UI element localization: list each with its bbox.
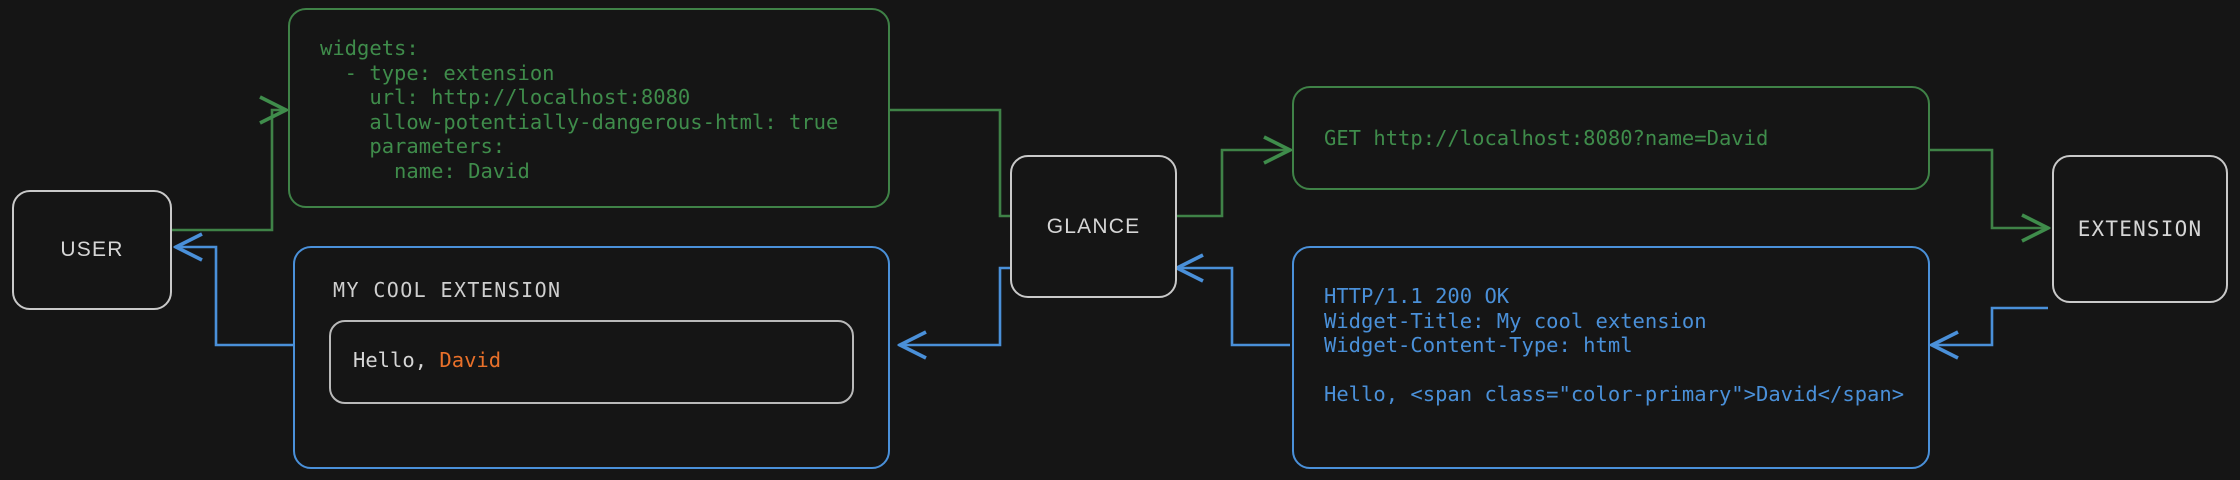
node-extension-label: EXTENSION	[2077, 217, 2203, 241]
wire-extension-to-response	[1932, 306, 2048, 345]
wire-response-to-glance	[1177, 268, 1290, 347]
widget-greeting-prefix: Hello,	[353, 348, 440, 372]
http-response-box: HTTP/1.1 200 OK Widget-Title: My cool ex…	[1292, 246, 1930, 469]
rendered-widget-content: Hello, David	[329, 320, 854, 404]
rendered-widget-title: MY COOL EXTENSION	[333, 278, 562, 302]
node-user-label: USER	[60, 238, 124, 261]
node-extension[interactable]: EXTENSION	[2052, 155, 2228, 303]
node-user[interactable]: USER	[12, 190, 172, 310]
http-request-code: GET http://localhost:8080?name=David	[1324, 125, 1769, 150]
config-yaml-code: widgets: - type: extension url: http://l…	[320, 36, 839, 183]
config-yaml-box: widgets: - type: extension url: http://l…	[288, 8, 890, 208]
wire-request-to-extension	[1930, 148, 2048, 228]
rendered-widget-box: MY COOL EXTENSION Hello, David	[293, 246, 890, 469]
http-request-box: GET http://localhost:8080?name=David	[1292, 86, 1930, 190]
wire-widget-to-user	[176, 247, 293, 347]
node-glance[interactable]: GLANCE	[1010, 155, 1177, 298]
http-response-code: HTTP/1.1 200 OK Widget-Title: My cool ex…	[1324, 284, 1905, 406]
widget-greeting-name: David	[439, 348, 502, 372]
node-glance-label: GLANCE	[1046, 214, 1141, 238]
wire-user-to-config	[172, 110, 286, 232]
wire-glance-to-request	[1177, 150, 1290, 218]
